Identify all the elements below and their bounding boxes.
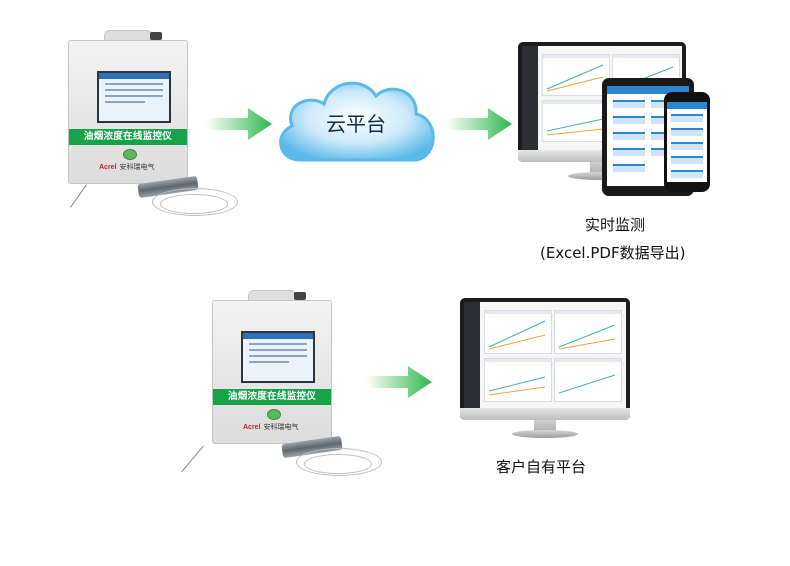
device-knob xyxy=(150,32,162,40)
tube-loop xyxy=(304,454,372,474)
cloud-shape-icon: 云平台 xyxy=(272,70,442,176)
brand-name: Acrel xyxy=(243,424,261,431)
monitor-base xyxy=(568,172,634,180)
phone-icon xyxy=(664,92,710,192)
flow-arrow-icon xyxy=(446,108,512,140)
tube-loop xyxy=(296,448,382,476)
brand-name: Acrel xyxy=(99,164,117,171)
cert-logo-icon xyxy=(267,409,281,420)
desktop-monitor-icon xyxy=(460,298,630,420)
flow-arrow-icon xyxy=(206,108,272,140)
brand-name-cn: 安科瑞电气 xyxy=(263,424,299,431)
tube-loop xyxy=(152,188,238,216)
cert-logo-icon xyxy=(123,149,137,160)
export-caption: (Excel.PDF数据导出) xyxy=(540,244,686,262)
monitor-base xyxy=(512,430,578,438)
device-band-label: 油烟浓度在线监控仪 xyxy=(213,389,331,405)
tube-loop xyxy=(160,194,228,214)
device-screen xyxy=(97,71,171,123)
device-band-label: 油烟浓度在线监控仪 xyxy=(69,129,187,145)
device-knob xyxy=(294,292,306,300)
client-platform-caption: 客户自有平台 xyxy=(496,458,587,476)
brand-name-cn: 安科瑞电气 xyxy=(119,164,155,171)
device-screen xyxy=(241,331,315,383)
flow-arrow-icon xyxy=(366,366,432,398)
cable xyxy=(181,445,204,473)
realtime-caption: 实时监测 xyxy=(585,216,646,234)
monitor-screen xyxy=(464,302,626,408)
cable xyxy=(70,184,87,208)
cloud-label: 云平台 xyxy=(326,112,386,136)
phone-screen xyxy=(667,102,707,182)
